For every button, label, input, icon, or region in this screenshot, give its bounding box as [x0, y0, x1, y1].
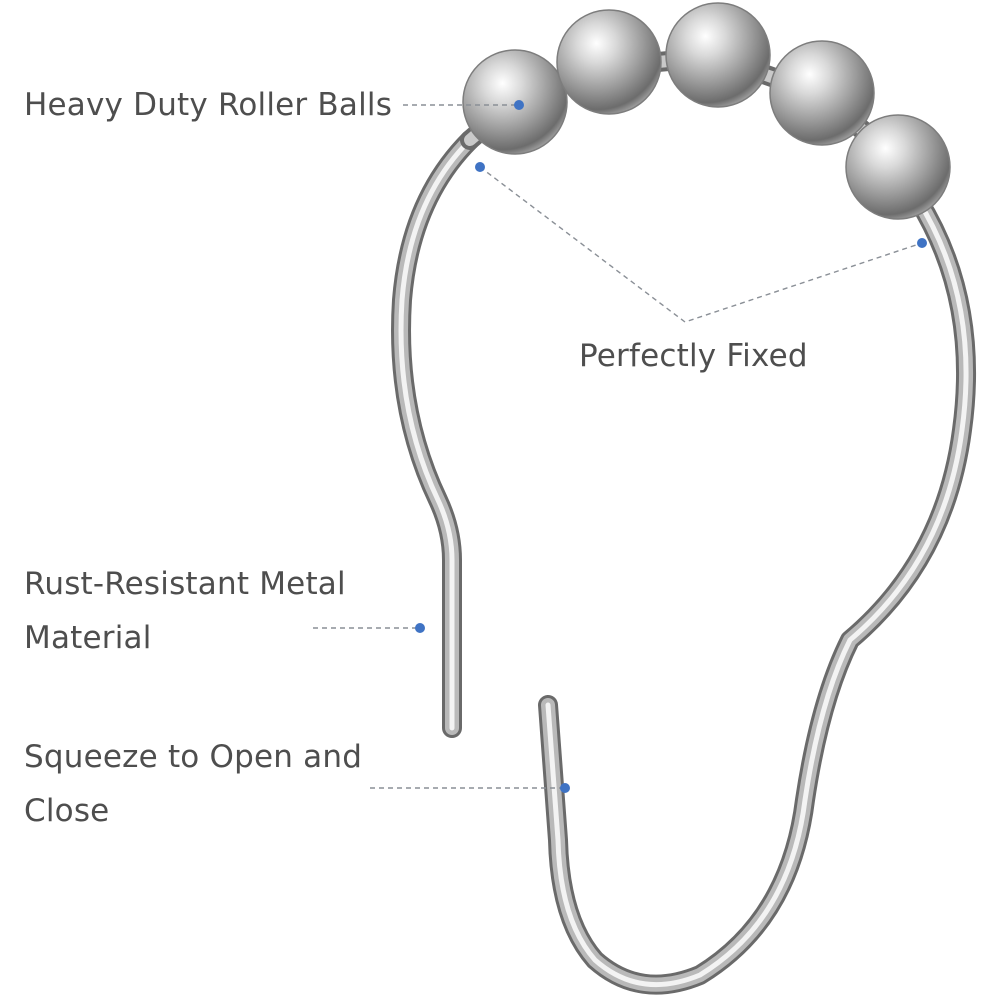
callout-squeeze: Squeeze to Open and Close [24, 730, 362, 838]
leader-lines [313, 104, 923, 789]
marker-dot [917, 238, 927, 248]
roller-ball [769, 40, 875, 146]
marker-dots [415, 100, 927, 793]
roller-ball [845, 114, 951, 220]
callout-material-line1: Rust-Resistant Metal [24, 566, 346, 602]
callout-material-line2: Material [24, 620, 152, 656]
marker-dot [514, 100, 524, 110]
callout-roller-balls: Heavy Duty Roller Balls [24, 87, 393, 123]
callout-perfectly-fixed: Perfectly Fixed [579, 338, 808, 374]
roller-balls [462, 2, 951, 220]
marker-dot [560, 783, 570, 793]
leader-line-fixed [479, 166, 923, 323]
roller-ball [665, 2, 771, 108]
roller-ball [556, 9, 662, 115]
marker-dot [475, 162, 485, 172]
callout-squeeze-line2: Close [24, 793, 110, 829]
callout-material: Rust-Resistant Metal Material [24, 557, 346, 665]
marker-dot [415, 623, 425, 633]
callout-squeeze-line1: Squeeze to Open and [24, 739, 363, 775]
